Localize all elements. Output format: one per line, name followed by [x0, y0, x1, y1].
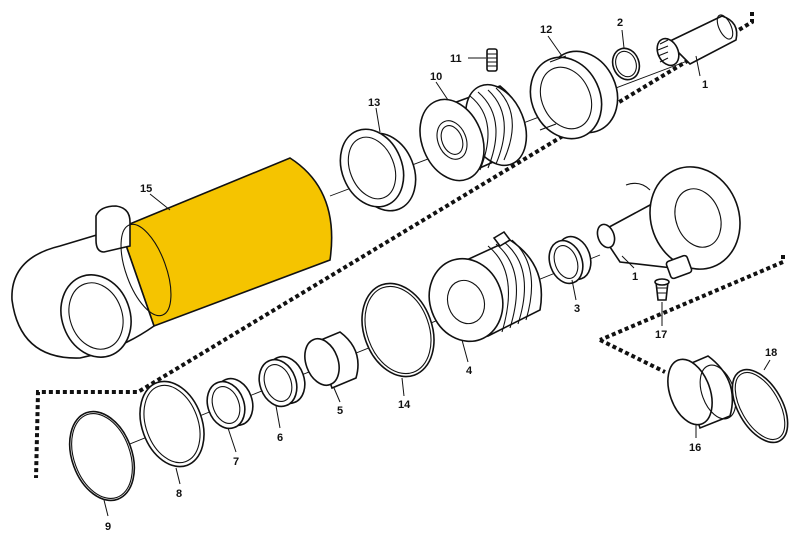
guide-ring-part-3[interactable]: [543, 232, 596, 288]
grease-nipple-part-17[interactable]: [654, 278, 670, 301]
callout-2: 2: [617, 17, 623, 29]
sleeve-part-16[interactable]: [660, 353, 743, 431]
callout-18: 18: [765, 347, 777, 359]
callout-4: 4: [466, 365, 473, 377]
callout-14: 14: [398, 399, 411, 411]
callout-11: 11: [450, 53, 462, 65]
callout-16: 16: [689, 442, 701, 454]
o-ring-part-2[interactable]: [608, 45, 643, 84]
callout-9: 9: [105, 521, 111, 533]
callout-13: 13: [368, 97, 380, 109]
leader-lines: [103, 29, 771, 517]
callout-17: 17: [655, 329, 667, 341]
callout-10: 10: [430, 71, 442, 83]
bushing-part-5[interactable]: [299, 331, 359, 390]
cylinder-barrel-part-15[interactable]: [11, 157, 333, 367]
cylinder-head-part-4[interactable]: [418, 230, 543, 352]
callout-1-mid: 1: [632, 271, 638, 283]
callout-5: 5: [337, 405, 343, 417]
o-ring-part-14[interactable]: [350, 273, 447, 386]
callout-7: 7: [233, 456, 239, 468]
callout-8: 8: [176, 488, 182, 500]
rod-eye-part-1[interactable]: [594, 154, 754, 282]
cylinder-barrel-body: [118, 157, 333, 328]
seal-ring-part-12[interactable]: [517, 40, 630, 151]
piston-rod-part-1[interactable]: [653, 13, 738, 69]
callout-15: 15: [140, 183, 152, 195]
guide-ring-part-13[interactable]: [329, 120, 427, 221]
callout-12: 12: [540, 24, 552, 36]
o-ring-part-9[interactable]: [58, 403, 146, 510]
section-separator-lines: [34, 12, 785, 479]
o-ring-part-18[interactable]: [721, 360, 799, 451]
callout-3: 3: [574, 303, 580, 315]
piston-part-10[interactable]: [408, 76, 537, 191]
wiper-part-7[interactable]: [201, 373, 259, 433]
set-screw-part-11[interactable]: [486, 48, 498, 72]
backup-ring-part-8[interactable]: [129, 372, 215, 475]
callout-6: 6: [277, 432, 283, 444]
seal-part-6[interactable]: [253, 351, 311, 411]
callout-1-top: 1: [702, 79, 708, 91]
